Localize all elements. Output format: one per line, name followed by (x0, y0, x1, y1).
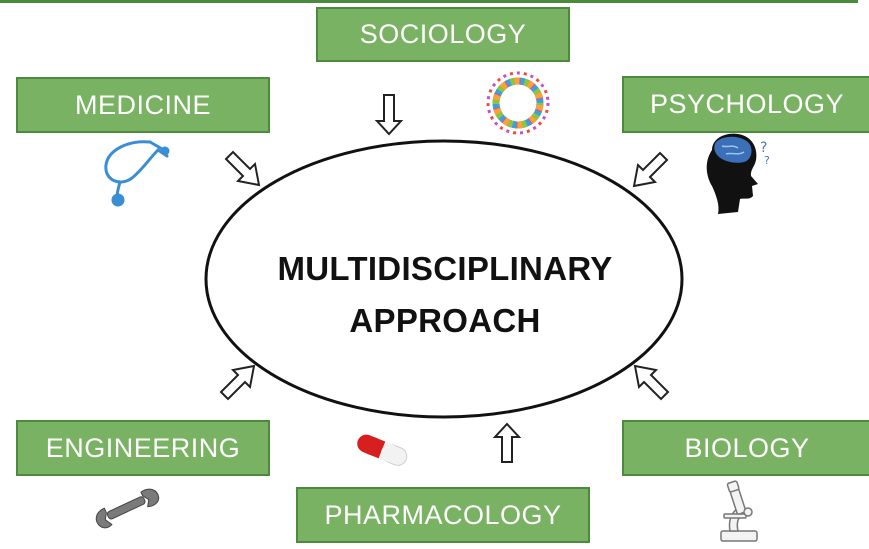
arrow-from-engineering (219, 364, 256, 401)
microscope-icon (720, 480, 758, 542)
wrench-icon (95, 488, 160, 529)
people-circle-icon (486, 71, 550, 135)
discipline-box-sociology: SOCIOLOGY (316, 7, 570, 62)
discipline-box-pharmacology: PHARMACOLOGY (296, 487, 590, 543)
pill-capsule-icon (357, 434, 408, 466)
arrow-from-psychology (632, 151, 669, 188)
discipline-box-medicine: MEDICINE (16, 77, 270, 133)
center-title-line2: APPROACH (349, 302, 541, 339)
svg-text:?: ? (760, 140, 767, 156)
center-title: MULTIDISCIPLINARY APPROACH (225, 243, 665, 347)
arrow-from-pharmacology (492, 422, 522, 463)
arrow-from-sociology (374, 94, 404, 136)
arrow-from-medicine (224, 150, 261, 187)
svg-text:?: ? (764, 154, 770, 167)
discipline-box-engineering: ENGINEERING (16, 420, 270, 476)
head-brain-icon: ? ? (706, 133, 770, 214)
center-ellipse (204, 139, 684, 419)
stethoscope-icon (104, 140, 170, 207)
discipline-box-psychology: PSYCHOLOGY (622, 76, 869, 133)
arrow-from-biology (633, 364, 670, 401)
center-title-line1: MULTIDISCIPLINARY (277, 250, 613, 287)
discipline-box-biology: BIOLOGY (622, 420, 869, 476)
top-divider (0, 0, 858, 3)
